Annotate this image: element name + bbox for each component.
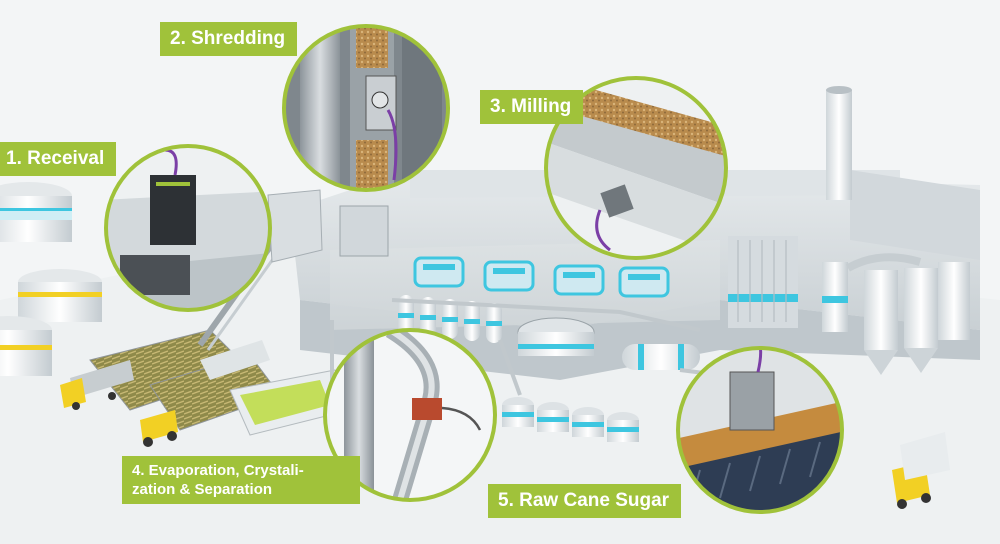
tractor: [140, 410, 178, 447]
delivery-truck: [60, 360, 134, 410]
detail-circle-raw-sugar: [676, 346, 844, 514]
step-label-receival: 1. Receival: [0, 142, 117, 176]
boiler-house: [728, 236, 798, 328]
step-label-evaporation-line2: zation & Separation: [132, 481, 273, 498]
centrifuge-sensor-icon: [729, 371, 775, 431]
mill-units: [413, 256, 670, 298]
sugar-truck: [892, 432, 950, 509]
horizontal-tank: [622, 344, 700, 370]
right-silos: [822, 253, 970, 375]
detail-circle-milling: [544, 76, 728, 260]
clarifier-tank: [517, 317, 595, 356]
step-label-milling: 3. Milling: [480, 90, 584, 124]
step-label-evaporation-line1: 4. Evaporation, Crystali-: [132, 462, 304, 479]
left-storage-tanks: [0, 182, 102, 376]
evaporator-tanks: [398, 295, 502, 343]
step-label-evaporation: 4. Evaporation, Crystali- zation & Separ…: [122, 456, 360, 504]
sensor-device-icon: [150, 175, 196, 245]
detail-circle-receival: [104, 144, 272, 312]
step-label-raw-cane-sugar: 5. Raw Cane Sugar: [488, 484, 682, 518]
mill-sensor-icon: [600, 184, 634, 218]
centrifuges: [502, 397, 639, 442]
cane-yard: [89, 329, 351, 436]
step-label-shredding: 2. Shredding: [160, 22, 298, 56]
pipe-valve-icon: [412, 398, 442, 420]
chimney: [826, 86, 852, 200]
detail-circle-shredding: [282, 24, 450, 192]
